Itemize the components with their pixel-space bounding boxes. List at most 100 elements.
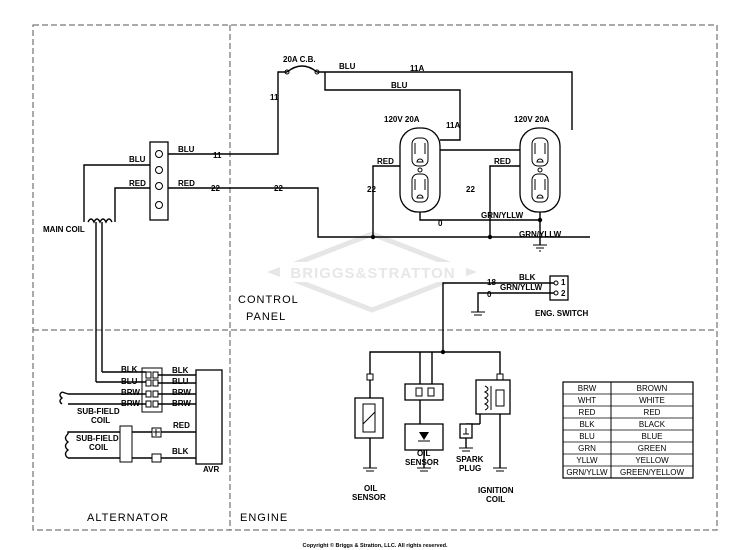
legend-code: RED [579, 408, 596, 417]
wire-label-blk-switch: BLK [519, 273, 536, 282]
wire-22 [168, 187, 590, 238]
ground-symbol-switch [471, 311, 485, 316]
section-label-control-panel-line1: CONTROL [238, 294, 298, 306]
legend-code: BLK [579, 420, 595, 429]
terminal-block [149, 141, 169, 221]
junction-ground [537, 217, 543, 223]
legend-code: WHT [578, 396, 596, 405]
watermark-logo: BRIGGS&STRATTON [267, 231, 477, 313]
section-label-alternator: ALTERNATOR [87, 512, 169, 524]
wire-label-red-terminal: RED [178, 179, 195, 188]
sub-field-coil-1 [59, 391, 69, 405]
oil-sensor-left [354, 373, 384, 472]
wire-label-blu-top: BLU [339, 62, 356, 71]
wire-label-11-vertical: 11 [270, 93, 279, 102]
legend-code: YLLW [576, 456, 598, 465]
wire-label-avr-blk-right: BLK [172, 366, 189, 375]
wire-label-red-right: RED [494, 157, 511, 166]
receptacle-right-label: 120V 20A [514, 115, 550, 124]
wire-0-switch [477, 292, 554, 312]
legend-color: BLUE [642, 432, 663, 441]
wire-label-22-left-rec: 22 [367, 185, 376, 194]
sub-field-coil-2 [64, 425, 196, 463]
legend-color: GREEN [638, 444, 667, 453]
wire-label-0-switch: 0 [487, 290, 492, 299]
wire-label-grn-yllw-ground: GRN/YLLW [519, 230, 562, 239]
eng-switch-label: ENG. SWITCH [535, 309, 589, 318]
wire-0-rec [419, 212, 540, 221]
legend-color: BROWN [637, 384, 668, 393]
wire-label-avr-brw-left2: BRW [121, 399, 140, 408]
wire-label-red-coil: RED [129, 179, 146, 188]
wire-label-22-mid: 22 [274, 184, 283, 193]
legend-color: GREEN/YELLOW [620, 468, 684, 477]
avr [195, 369, 223, 465]
wire-label-avr-blu-left: BLU [121, 377, 138, 386]
wire-red-right [489, 165, 520, 237]
avr-label: AVR [203, 465, 220, 474]
wire-blu-second [324, 72, 461, 141]
wire-label-avr-brw-right1: BRW [172, 388, 191, 397]
watermark-text: BRIGGS&STRATTON [290, 265, 455, 282]
section-label-control-panel-line2: PANEL [246, 311, 286, 323]
legend-code: BRW [578, 384, 597, 393]
receptacle-right [519, 127, 561, 213]
wire-color-legend: BRW BROWN WHT WHITE RED RED BLK BLACK BLU BLUE GRN… [562, 381, 694, 479]
ignition-coil [466, 373, 511, 472]
receptacle-left [399, 127, 441, 213]
wire-label-grn-yllw-rec: GRN/YLLW [481, 211, 524, 220]
legend-code: BLU [579, 432, 595, 441]
wire-label-avr-blu-right: BLU [172, 377, 189, 386]
wire-label-blu-coil: BLU [129, 155, 146, 164]
legend-color: BLACK [639, 420, 666, 429]
legend-color: RED [644, 408, 661, 417]
wire-18-blk [442, 282, 554, 352]
section-label-control-panel: CONTROL PANEL [238, 294, 302, 323]
legend-color: YELLOW [635, 456, 669, 465]
copyright-notice: Copyright © Briggs & Stratton, LLC. All … [302, 542, 448, 549]
wire-label-grn-yllw-switch: GRN/YLLW [500, 283, 543, 292]
wire-label-avr-blk-left: BLK [121, 365, 138, 374]
wire-label-11-terminal: 11 [213, 151, 222, 160]
main-coil-label: MAIN COIL [43, 225, 85, 234]
wire-label-18: 18 [487, 278, 496, 287]
eng-switch-pin-2: 2 [561, 289, 566, 298]
oil-sensor-mid [404, 383, 444, 472]
wire-label-11a-top: 11A [410, 64, 424, 73]
wire-11a-top [317, 71, 573, 130]
wire-label-avr-brw-left1: BRW [121, 388, 140, 397]
wire-label-red-left: RED [377, 157, 394, 166]
wire-label-22-right-rec: 22 [466, 185, 475, 194]
legend-color: WHITE [639, 396, 665, 405]
legend-code: GRN/YLLW [566, 468, 608, 477]
legend-code: GRN [578, 444, 596, 453]
wire-label-22-terminal: 22 [211, 184, 220, 193]
wire-label-blu-terminal: BLU [178, 145, 195, 154]
section-frames [32, 24, 718, 531]
junction-engine-bus [440, 349, 446, 355]
wire-label-0-rec: 0 [438, 219, 443, 228]
wire-label-avr-brw-right2: BRW [172, 399, 191, 408]
wire-label-11a-side: 11A [446, 121, 460, 130]
wire-label-avr-red: RED [173, 421, 190, 430]
eng-switch-pin-1: 1 [561, 278, 566, 287]
main-coil [83, 164, 150, 382]
circuit-breaker-label: 20A C.B. [283, 55, 316, 64]
wire-label-avr-blk-bottom: BLK [172, 447, 189, 456]
junction-22-right [487, 234, 493, 240]
section-label-engine: ENGINE [240, 512, 288, 524]
wire-11 [168, 71, 287, 155]
wire-engine-bus [369, 351, 501, 374]
junction-22-left [370, 234, 376, 240]
wire-label-blu-second: BLU [391, 81, 408, 90]
wire-red-left [372, 165, 400, 237]
receptacle-left-label: 120V 20A [384, 115, 420, 124]
circuit-breaker [284, 65, 320, 75]
